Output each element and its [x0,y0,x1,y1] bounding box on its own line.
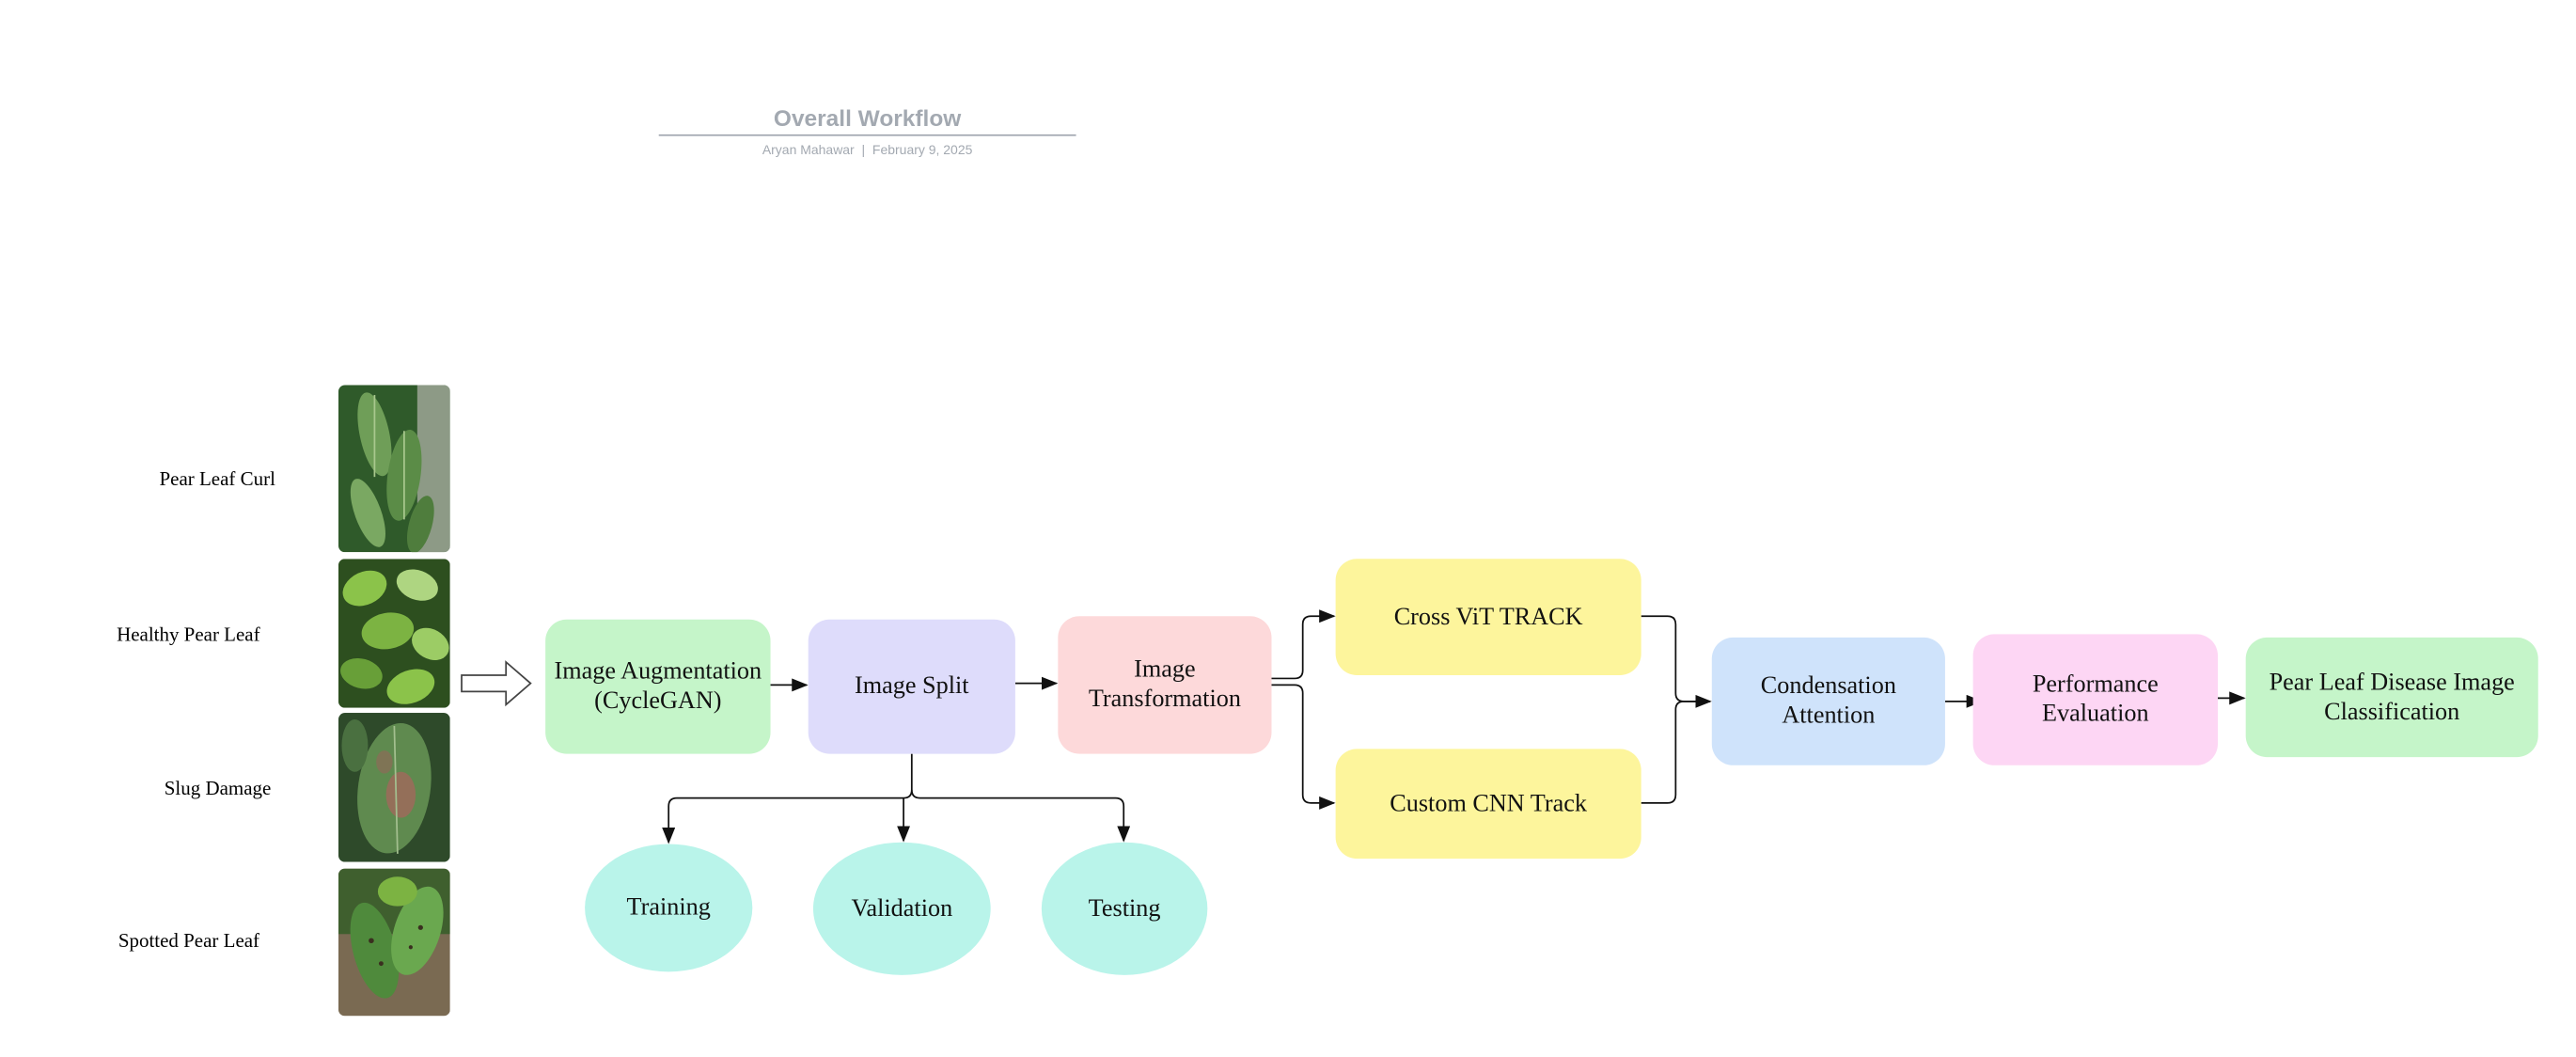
node-validation: Validation [812,842,991,975]
leaf-label-slug: Slug Damage [164,776,272,800]
leaf-image-slug [338,713,450,862]
input-block-arrow-icon [461,660,532,707]
arrow-transformation-to-vit [1271,609,1336,680]
node-image-augmentation: Image Augmentation (CycleGAN) [545,619,771,754]
node-cross-vit-track: Cross ViT TRACK [1335,559,1641,675]
leaf-label-spotted: Spotted Pear Leaf [118,929,260,953]
split-branch-connector [662,753,913,844]
arrow-transformation-to-cnn [1271,684,1336,810]
arrow-cnn-to-condensation [1641,700,1711,804]
node-classification: Pear Leaf Disease Image Classification [2245,637,2538,758]
leaf-label-curl: Pear Leaf Curl [159,466,275,491]
leaf-label-healthy: Healthy Pear Leaf [117,623,260,646]
node-testing: Testing [1041,842,1208,975]
node-training: Training [585,844,753,972]
node-custom-cnn-track: Custom CNN Track [1335,749,1641,860]
arrow-split-to-testing [910,789,1131,843]
leaf-image-healthy [338,559,450,708]
node-image-transformation: Image Transformation [1058,616,1272,754]
diagram-date: February 9, 2025 [872,142,973,158]
node-performance-evaluation: Performance Evaluation [1972,634,2218,765]
diagram-meta: Aryan Mahawar | February 9, 2025 [659,143,1076,159]
leaf-image-spotted [338,868,450,1017]
title-underline [658,134,1076,136]
diagram-header: Overall Workflow Aryan Mahawar | Februar… [658,102,1076,159]
meta-separator: | [861,142,866,158]
diagram-title: Overall Workflow [773,104,962,132]
leaf-image-curl [338,385,450,553]
arrow-vit-to-condensation [1641,615,1712,708]
node-condensation-attention: Condensation Attention [1711,637,1945,765]
author-name: Aryan Mahawar [762,142,855,158]
node-image-split: Image Split [808,619,1015,754]
